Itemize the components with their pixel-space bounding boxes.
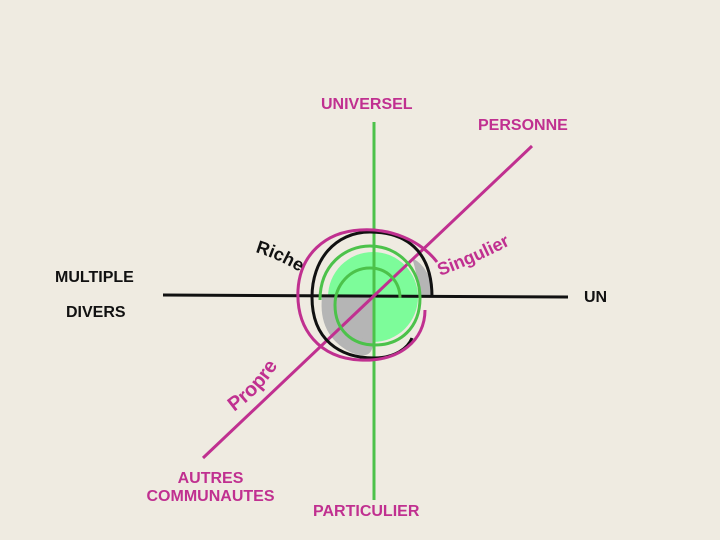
label-autres-communautes: AUTRES COMMUNAUTES [138,470,283,506]
curved-word-propre: Propre [224,356,282,416]
label-autres: AUTRES [177,470,244,487]
curved-word-singulier: Singulier [434,231,512,280]
pink-spiral [296,228,439,362]
curved-word-riche: Riche [254,237,308,276]
propre-textpath: Propre [224,356,282,416]
riche-textpath: Riche [254,237,308,276]
label-personne: PERSONNE [478,117,568,134]
label-universel: UNIVERSEL [321,96,413,113]
label-multiple: MULTIPLE [55,269,134,286]
diagonal-axis-line [201,144,534,460]
gray-sector-upper-right-band [412,258,432,297]
singulier-textpath: Singulier [434,231,512,280]
green-sector-right [373,297,418,342]
horizontal-axis-line [162,293,569,299]
label-particulier: PARTICULIER [313,503,420,520]
green-spiral [318,244,422,347]
gray-sector-lower-left-band [321,297,373,356]
label-divers: DIVERS [66,304,126,321]
label-un: UN [584,289,608,306]
label-communautes: COMMUNAUTES [146,488,275,505]
